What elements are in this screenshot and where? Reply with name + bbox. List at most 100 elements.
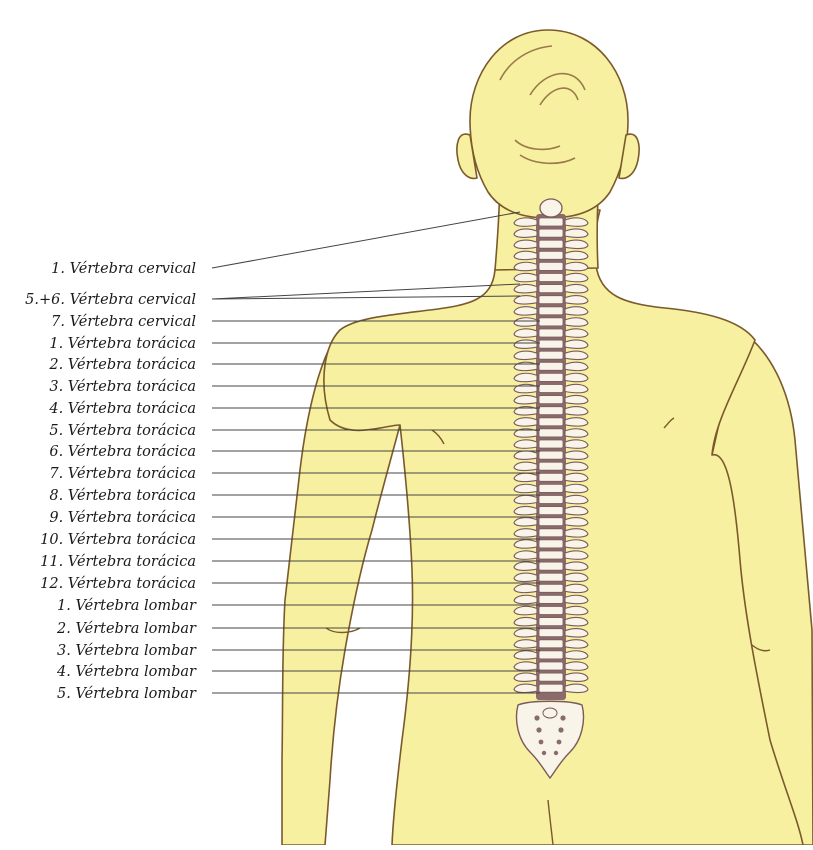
left-transverse-process bbox=[514, 540, 537, 548]
right-transverse-process bbox=[565, 384, 588, 392]
vertebra bbox=[514, 251, 588, 259]
left-transverse-process bbox=[514, 551, 537, 559]
vertebral-body bbox=[539, 484, 563, 492]
right-transverse-process bbox=[565, 440, 588, 448]
right-transverse-process bbox=[565, 540, 588, 548]
left-transverse-process bbox=[514, 262, 537, 270]
vertebral-body bbox=[539, 684, 563, 692]
left-transverse-process bbox=[514, 651, 537, 659]
vertebra-label: 9. Vértebra torácica bbox=[49, 510, 196, 526]
left-transverse-process bbox=[514, 351, 537, 359]
vertebra bbox=[514, 273, 588, 281]
right-transverse-process bbox=[565, 484, 588, 492]
vertebral-body bbox=[539, 651, 563, 659]
vertebra bbox=[514, 595, 588, 603]
right-transverse-process bbox=[565, 584, 588, 592]
right-transverse-process bbox=[565, 473, 588, 481]
vertebra-label: 7. Vértebra torácica bbox=[49, 466, 196, 482]
vertebra-label: 3. Vértebra torácica bbox=[49, 379, 196, 395]
vertebra-label: 6. Vértebra torácica bbox=[49, 444, 196, 460]
vertebral-body bbox=[539, 540, 563, 548]
vertebra bbox=[514, 318, 588, 326]
vertebral-body bbox=[539, 307, 563, 315]
right-transverse-process bbox=[565, 251, 588, 259]
vertebra-label: 11. Vértebra torácica bbox=[40, 554, 196, 570]
vertebra bbox=[514, 662, 588, 670]
vertebra bbox=[514, 551, 588, 559]
vertebral-body bbox=[539, 607, 563, 615]
right-transverse-process bbox=[565, 651, 588, 659]
left-transverse-process bbox=[514, 606, 537, 614]
vertebra bbox=[514, 495, 588, 503]
left-transverse-process bbox=[514, 529, 537, 537]
left-transverse-process bbox=[514, 240, 537, 248]
left-transverse-process bbox=[514, 462, 537, 470]
vertebral-body bbox=[539, 662, 563, 670]
left-transverse-process bbox=[514, 506, 537, 514]
right-transverse-process bbox=[565, 418, 588, 426]
vertebral-body bbox=[539, 507, 563, 515]
vertebra-label: 1. Vértebra lombar bbox=[57, 598, 197, 614]
left-transverse-process bbox=[514, 229, 537, 237]
right-transverse-process bbox=[565, 273, 588, 281]
vertebra bbox=[514, 651, 588, 659]
right-transverse-process bbox=[565, 629, 588, 637]
vertebra bbox=[514, 629, 588, 637]
left-transverse-process bbox=[514, 329, 537, 337]
right-transverse-process bbox=[565, 340, 588, 348]
vertebra bbox=[514, 540, 588, 548]
vertebra bbox=[514, 606, 588, 614]
vertebra bbox=[514, 218, 588, 226]
atlas-vertebra bbox=[540, 199, 562, 217]
vertebra-label: 10. Vértebra torácica bbox=[40, 532, 196, 548]
vertebral-body bbox=[539, 429, 563, 437]
vertebra bbox=[514, 262, 588, 270]
vertebral-body bbox=[539, 285, 563, 293]
vertebral-body bbox=[539, 518, 563, 526]
left-transverse-process bbox=[514, 473, 537, 481]
left-transverse-process bbox=[514, 395, 537, 403]
left-transverse-process bbox=[514, 640, 537, 648]
vertebra bbox=[514, 284, 588, 292]
vertebral-body bbox=[539, 418, 563, 426]
left-transverse-process bbox=[514, 418, 537, 426]
left-transverse-process bbox=[514, 673, 537, 681]
left-transverse-process bbox=[514, 451, 537, 459]
vertebral-body bbox=[539, 496, 563, 504]
vertebral-body bbox=[539, 551, 563, 559]
vertebra-label: 5. Vértebra torácica bbox=[49, 423, 196, 439]
vertebral-body bbox=[539, 573, 563, 581]
vertebral-body bbox=[539, 473, 563, 481]
left-transverse-process bbox=[514, 440, 537, 448]
vertebra bbox=[514, 240, 588, 248]
left-transverse-process bbox=[514, 340, 537, 348]
vertebral-body bbox=[539, 229, 563, 237]
right-transverse-process bbox=[565, 373, 588, 381]
left-transverse-process bbox=[514, 562, 537, 570]
left-transverse-process bbox=[514, 518, 537, 526]
vertebra bbox=[514, 329, 588, 337]
right-transverse-process bbox=[565, 495, 588, 503]
vertebra bbox=[514, 296, 588, 304]
right-transverse-process bbox=[565, 284, 588, 292]
right-transverse-process bbox=[565, 518, 588, 526]
left-transverse-process bbox=[514, 617, 537, 625]
vertebra bbox=[514, 462, 588, 470]
vertebral-body bbox=[539, 262, 563, 270]
right-transverse-process bbox=[565, 551, 588, 559]
vertebral-body bbox=[539, 562, 563, 570]
sacral-body-top bbox=[543, 708, 557, 718]
vertebral-body bbox=[539, 218, 563, 226]
left-transverse-process bbox=[514, 362, 537, 370]
vertebra-label: 8. Vértebra torácica bbox=[49, 488, 196, 504]
vertebra-label: 12. Vértebra torácica bbox=[40, 576, 196, 592]
vertebra bbox=[514, 340, 588, 348]
left-transverse-process bbox=[514, 318, 537, 326]
vertebral-body bbox=[539, 329, 563, 337]
left-transverse-process bbox=[514, 273, 537, 281]
right-transverse-process bbox=[565, 296, 588, 304]
vertebra bbox=[514, 451, 588, 459]
vertebra bbox=[514, 684, 588, 692]
